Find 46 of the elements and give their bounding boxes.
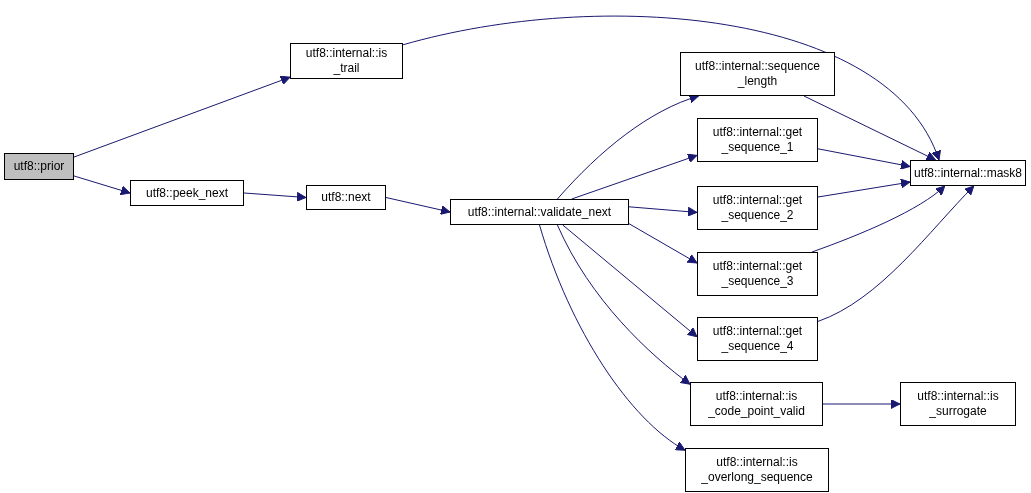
arrow <box>628 223 698 264</box>
function-name: utf8::internal::validate_next <box>467 204 612 220</box>
arrow <box>822 399 901 409</box>
function-name: utf8::internal::sequence _length <box>694 59 821 89</box>
function-name: utf8::internal::get _sequence_3 <box>711 259 804 289</box>
function-box <box>697 252 818 296</box>
function-box <box>680 52 835 96</box>
function-box <box>450 199 629 225</box>
arrow <box>562 224 698 338</box>
arrow <box>73 175 131 196</box>
function-name: utf8::internal::is _surrogate <box>916 389 1000 419</box>
function-name: utf8::internal::get _sequence_4 <box>711 324 804 354</box>
function-name: utf8::internal::get _sequence_2 <box>711 193 804 223</box>
function-name: utf8::internal::is _trail <box>304 46 389 76</box>
function-name: utf8::internal::is _code_point_valid <box>707 389 806 419</box>
arrow <box>385 197 451 215</box>
function-box <box>697 186 818 230</box>
function-name: utf8::next <box>321 190 371 205</box>
arrow <box>571 153 698 200</box>
function-name: utf8::internal::mask8 <box>913 165 1023 181</box>
arrow <box>539 224 686 451</box>
function-box <box>130 180 244 206</box>
function-box <box>690 382 823 426</box>
function-box <box>697 118 818 162</box>
arrow <box>628 206 698 217</box>
function-box <box>4 153 74 180</box>
function-name: utf8::peek_next <box>145 185 229 201</box>
function-box <box>685 448 829 492</box>
arrow <box>556 94 700 200</box>
function-name: utf8::internal::get _sequence_1 <box>711 125 804 155</box>
arrow <box>811 185 946 253</box>
function-name: utf8::internal::is _overlong_sequence <box>700 455 814 485</box>
function-box <box>697 317 818 361</box>
function-name: utf8::prior <box>13 159 65 174</box>
arrow <box>556 224 691 385</box>
arrow <box>817 178 911 198</box>
function-box <box>290 43 403 79</box>
arrow <box>243 191 307 202</box>
arrow <box>803 95 936 161</box>
arrow <box>817 148 911 170</box>
function-box <box>910 160 1026 186</box>
function-box <box>900 382 1016 426</box>
function-box <box>306 185 386 210</box>
arrow <box>73 75 291 158</box>
arrow <box>402 15 940 161</box>
arrow <box>817 185 975 322</box>
